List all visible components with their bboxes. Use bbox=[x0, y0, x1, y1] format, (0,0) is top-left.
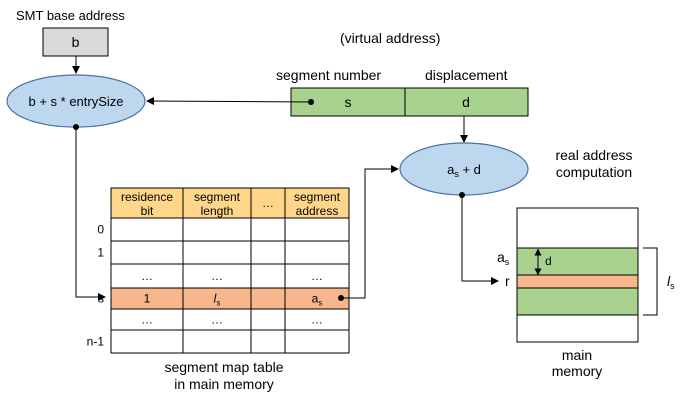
table-cell bbox=[182, 240, 252, 265]
segment-region-upper bbox=[516, 247, 639, 276]
addressed-word bbox=[516, 274, 639, 289]
table-cell bbox=[110, 240, 184, 265]
table-cell-text: … bbox=[141, 269, 153, 283]
table-row-label: s bbox=[98, 292, 104, 306]
table-cell bbox=[110, 217, 184, 242]
segment-number-label: segment number bbox=[276, 67, 381, 83]
table-header-cell bbox=[182, 187, 252, 219]
real-address-computation-label-2: computation bbox=[556, 164, 632, 180]
table-header-text: … bbox=[262, 196, 274, 210]
table-row-label: 0 bbox=[97, 223, 104, 237]
smt-base-address-label: SMT base address bbox=[16, 8, 125, 23]
table-header-cell bbox=[110, 187, 184, 219]
table-header-text: segment bbox=[294, 190, 341, 204]
real-address-formula: as + d bbox=[447, 162, 481, 179]
memory-r-label: r bbox=[505, 273, 510, 289]
table-header-text: address bbox=[296, 204, 339, 218]
segment-map-table: residencebitsegmentlength…segmentaddress… bbox=[110, 187, 350, 354]
table-cell-text: as bbox=[312, 292, 323, 308]
table-cell bbox=[250, 263, 286, 289]
table-cell bbox=[250, 329, 286, 354]
table-caption-2: in main memory bbox=[174, 376, 274, 392]
table-header-text: residence bbox=[121, 190, 173, 204]
table-cell bbox=[182, 329, 252, 354]
segment-length-bracket bbox=[643, 247, 658, 316]
table-cell-text: 1 bbox=[144, 292, 151, 306]
segment-number-value: s bbox=[345, 94, 352, 110]
table-cell bbox=[250, 308, 286, 331]
table-header-text: segment bbox=[194, 190, 241, 204]
real-to-memory-arrow bbox=[461, 195, 499, 285]
memory-d-label: d bbox=[545, 254, 552, 268]
table-cell bbox=[250, 287, 286, 310]
displacement-value: d bbox=[462, 94, 470, 110]
table-row-label: 1 bbox=[97, 246, 104, 260]
real-address-computation-label-1: real address bbox=[555, 147, 632, 163]
table-cell bbox=[250, 240, 286, 265]
memory-a-label: as bbox=[497, 249, 510, 267]
table-cell bbox=[110, 329, 184, 354]
table-cell bbox=[250, 217, 286, 242]
virtual-address-label: (virtual address) bbox=[340, 30, 440, 46]
calc-to-table-arrow bbox=[75, 127, 106, 301]
base-address-box bbox=[42, 27, 109, 57]
table-cell-text: … bbox=[311, 313, 323, 327]
memory-caption-1: main bbox=[562, 347, 592, 363]
segment-map-row-labels: 0 1 s n-1 bbox=[87, 223, 105, 349]
memory-caption-2: memory bbox=[552, 363, 603, 379]
table-cell bbox=[284, 240, 350, 265]
table-cell-text: … bbox=[311, 269, 323, 283]
table-cell-text: ls bbox=[214, 292, 221, 308]
table-cell bbox=[182, 217, 252, 242]
table-header-text: length bbox=[201, 204, 234, 218]
table-cell-text: … bbox=[211, 269, 223, 283]
displacement-field bbox=[404, 87, 529, 117]
base-address-value: b bbox=[72, 34, 80, 50]
table-header-text: bit bbox=[141, 204, 154, 218]
index-formula: b + s * entrySize bbox=[28, 94, 123, 109]
table-cell bbox=[284, 329, 350, 354]
table-cell bbox=[284, 263, 350, 289]
table-caption-1: segment map table bbox=[164, 359, 283, 375]
address-to-real-arrow bbox=[341, 165, 399, 299]
table-row-label: n-1 bbox=[87, 335, 105, 349]
displacement-label: displacement bbox=[425, 67, 508, 83]
table-cell-text: … bbox=[211, 313, 223, 327]
memory-l-label: ls bbox=[667, 273, 675, 291]
segment-to-calc-arrow bbox=[146, 97, 312, 106]
table-cell-text: … bbox=[141, 313, 153, 327]
table-cell bbox=[284, 217, 350, 242]
table-header-cell bbox=[284, 187, 350, 219]
segment-region-lower bbox=[516, 287, 639, 316]
